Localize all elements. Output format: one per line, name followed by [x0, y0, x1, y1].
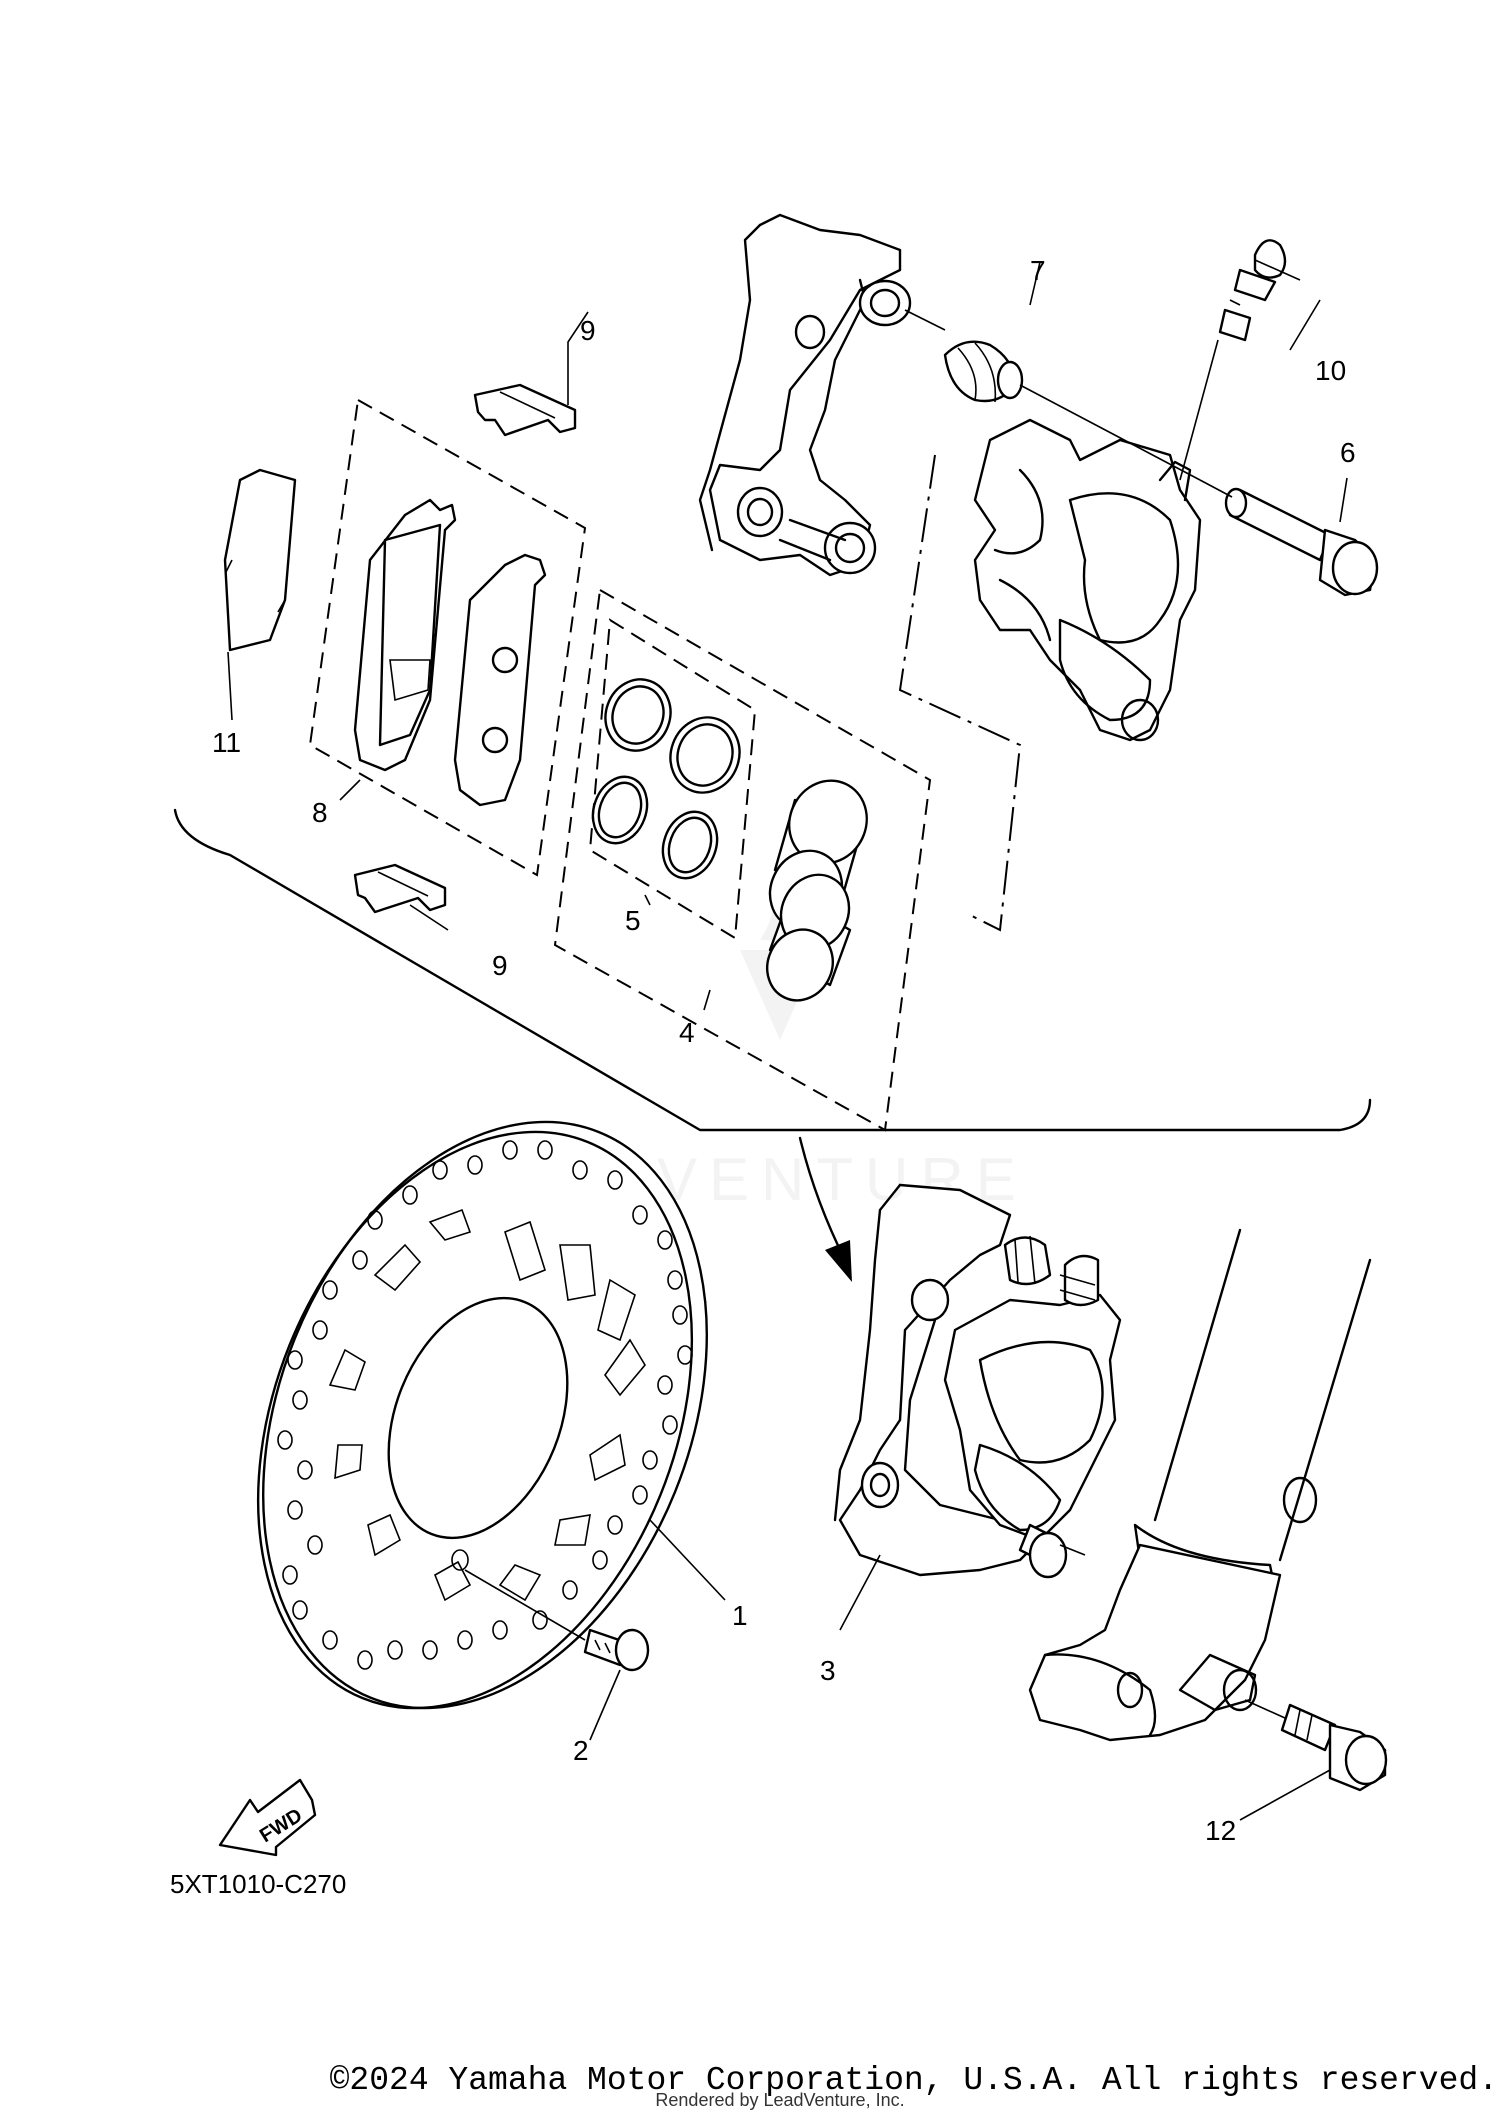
- rendered-by-text: Rendered by LeadVenture, Inc.: [655, 2090, 905, 2110]
- callout-8: 8: [312, 797, 328, 828]
- caliper-body-exploded: [973, 418, 1202, 742]
- alignment-line-1: [904, 309, 1201, 481]
- part-8-brake-pad-b: [453, 553, 547, 807]
- caliper-bracket-exploded: [698, 213, 912, 577]
- part-4-pistons: [766, 779, 868, 1002]
- part-12-caliper-bolt: [1244, 1699, 1388, 1792]
- fwd-arrow-icon: FWD: [218, 1778, 317, 1857]
- part-3-caliper-assembly: [833, 1183, 1122, 1579]
- callout-1: 1: [732, 1600, 748, 1631]
- assembly-guide-line: [898, 454, 1022, 932]
- part-9-pad-spring-bottom: [353, 863, 447, 914]
- callout-2: 2: [573, 1735, 589, 1766]
- rendered-by-notice: Rendered by LeadVenture, Inc.: [0, 2090, 1500, 2111]
- pad-set-dashed-box: [308, 398, 587, 877]
- leader-lines: [227, 259, 1348, 1821]
- callout-9-top: 9: [580, 315, 596, 346]
- callout-3: 3: [820, 1655, 836, 1686]
- alignment-line-2: [1199, 479, 1233, 498]
- callout-6: 6: [1340, 437, 1356, 468]
- part-8-brake-pad-a: [353, 498, 457, 772]
- part-10-bleeder: [1179, 239, 1287, 481]
- callout-labels: 1 2 3 4 5 6 7 8 9 9 10 11 12: [212, 255, 1356, 1846]
- piston-kit-dashed-box: [553, 588, 932, 1132]
- callout-12: 12: [1205, 1815, 1236, 1846]
- part-11-pad-shim: [223, 468, 297, 652]
- part-5-piston-seals: [591, 678, 741, 880]
- seal-kit-dashed-box: [588, 618, 757, 940]
- callout-9-bottom: 9: [492, 950, 508, 981]
- callout-4: 4: [679, 1017, 695, 1048]
- assembly-bracket: [173, 808, 1372, 1132]
- arrow-head: [825, 1240, 852, 1282]
- copyright-notice: ©2024 Yamaha Motor Corporation, U.S.A. A…: [0, 2062, 1500, 2099]
- part-9-pad-spring-top: [473, 383, 577, 437]
- part-1-brake-disc: [256, 1120, 708, 1710]
- copyright-text: ©2024 Yamaha Motor Corporation, U.S.A. A…: [329, 2062, 1498, 2099]
- callout-11: 11: [212, 727, 241, 758]
- diagram-code: 5XT1010-C270: [170, 1869, 346, 1899]
- callout-5: 5: [625, 905, 641, 936]
- front-fork: [1028, 1228, 1372, 1742]
- part-2-disc-bolt: [464, 1569, 650, 1672]
- part-7-pin-boot: [943, 340, 1024, 403]
- part-6-pin-bolt: [1224, 487, 1379, 597]
- callout-7: 7: [1030, 255, 1046, 286]
- callout-10: 10: [1315, 355, 1346, 386]
